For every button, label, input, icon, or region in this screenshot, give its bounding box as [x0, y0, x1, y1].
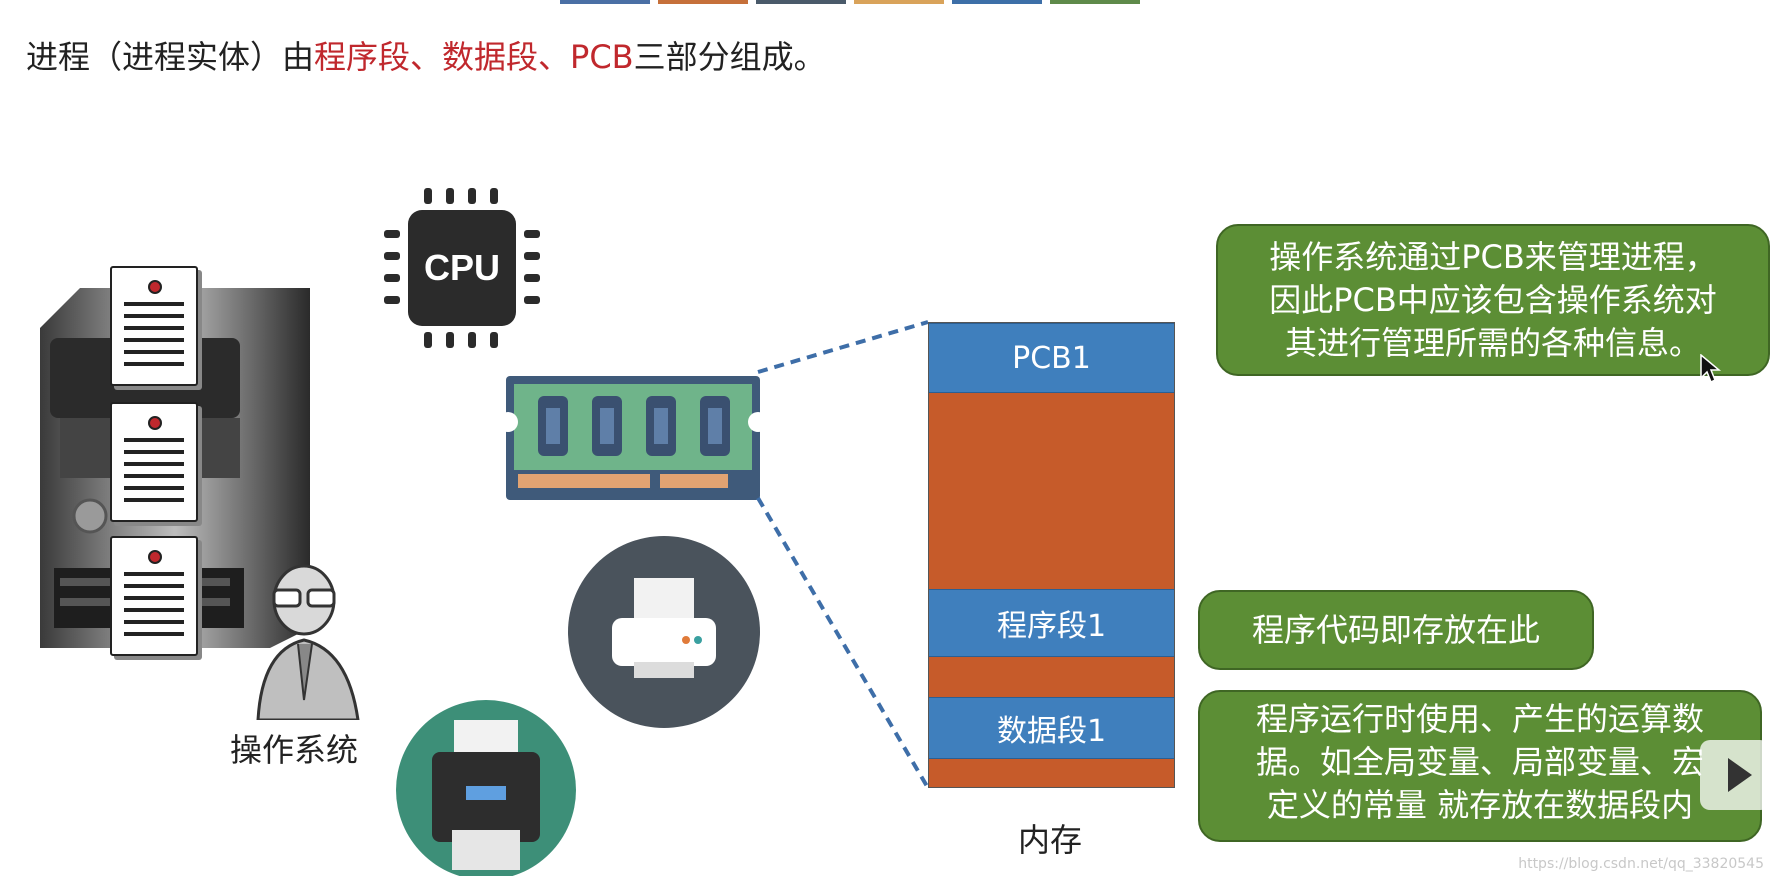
- document-icon: [110, 536, 198, 656]
- callout-data-line3: 定义的常量 就存放在数据段内: [1266, 786, 1694, 824]
- operating-system-person-icon: [248, 560, 368, 722]
- watermark-url: https://blog.csdn.net/qq_33820545: [1518, 856, 1764, 872]
- slide-headline: 进程（进程实体）由程序段、数据段、PCB三部分组成。: [26, 32, 826, 78]
- headline-highlight-segments: 程序段、数据段、: [314, 38, 571, 76]
- callout-pcb-line1: 操作系统通过PCB来管理进程，: [1269, 238, 1717, 276]
- cpu-chip-icon: CPU: [384, 188, 554, 348]
- play-icon: [1700, 740, 1770, 810]
- printer-scanner-icon: [396, 700, 576, 880]
- tab-strip-block: [560, 0, 650, 4]
- mouse-cursor-icon: [1700, 354, 1722, 384]
- callout-pcb-line3: 其进行管理所需的各种信息。: [1284, 324, 1701, 362]
- headline-highlight-pcb: PCB: [570, 38, 634, 76]
- headline-suffix: 三部分组成。: [633, 38, 826, 76]
- tab-strip-block: [1050, 0, 1140, 4]
- document-pin: [148, 416, 162, 430]
- memory-segment-data: 数据段1: [929, 697, 1174, 759]
- callout-program: 程序代码即存放在此: [1198, 590, 1594, 670]
- slide-tab-strip: [560, 0, 1140, 4]
- memory-label: 内存: [1018, 821, 1083, 859]
- tab-strip-block: [952, 0, 1042, 4]
- operating-system-label: 操作系统: [230, 731, 359, 769]
- ram-module-icon: [498, 374, 768, 502]
- video-play-button[interactable]: [1700, 740, 1770, 810]
- tab-strip-block: [854, 0, 944, 4]
- callout-program-text: 程序代码即存放在此: [1251, 611, 1540, 649]
- printer-icon: [568, 536, 760, 728]
- document-icon: [110, 402, 198, 522]
- tab-strip-block: [658, 0, 748, 4]
- server-tower-icon: [40, 266, 310, 656]
- callout-data: 程序运行时使用、产生的运算数 据。如全局变量、局部变量、宏 定义的常量 就存放在…: [1198, 690, 1762, 842]
- callout-data-line2: 据。如全局变量、局部变量、宏: [1255, 743, 1704, 781]
- cpu-label: CPU: [424, 247, 500, 288]
- callout-data-line1: 程序运行时使用、产生的运算数: [1255, 700, 1704, 738]
- headline-prefix: 进程（进程实体）由: [26, 38, 315, 76]
- callout-pcb-line2: 因此PCB中应该包含操作系统对: [1269, 281, 1717, 319]
- document-pin: [148, 280, 162, 294]
- tab-strip-block: [756, 0, 846, 4]
- document-pin: [148, 550, 162, 564]
- memory-block: PCB1 程序段1 数据段1: [928, 322, 1175, 788]
- memory-segment-program: 程序段1: [929, 589, 1174, 657]
- memory-segment-pcb: PCB1: [929, 323, 1174, 393]
- document-icon: [110, 266, 198, 386]
- callout-pcb: 操作系统通过PCB来管理进程， 因此PCB中应该包含操作系统对 其进行管理所需的…: [1216, 224, 1770, 376]
